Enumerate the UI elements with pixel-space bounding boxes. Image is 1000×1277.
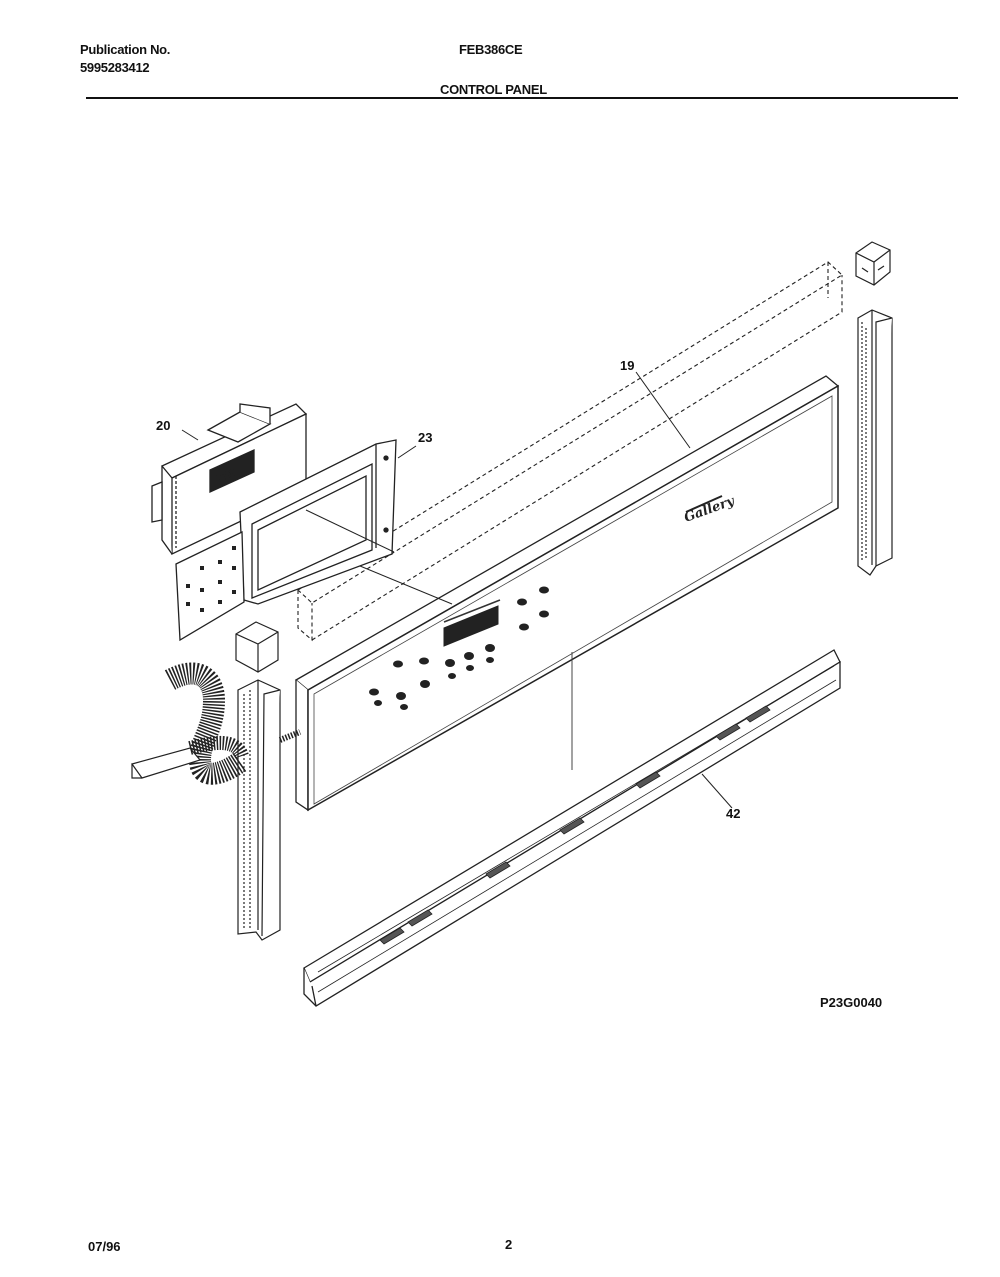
right-end-cap (855, 241, 891, 286)
left-vertical-trim (237, 679, 281, 941)
callout-42: 42 (726, 806, 740, 821)
wire-harness (131, 662, 302, 785)
footer-date: 07/96 (88, 1239, 121, 1254)
callout-leaders (181, 371, 733, 809)
panel-keypads (369, 586, 549, 710)
control-panel-19: Gallery (294, 375, 840, 812)
top-trim-dashed (297, 261, 843, 642)
section-title: CONTROL PANEL (440, 82, 547, 97)
figure-code: P23G0040 (820, 995, 883, 1010)
trim-rail-42 (303, 649, 841, 1007)
right-vertical-trim (857, 309, 893, 576)
model-number: FEB386CE (459, 42, 523, 57)
electronic-control-20: 8:88 (151, 403, 308, 556)
page-number: 2 (505, 1237, 513, 1252)
publication-label: Publication No. (80, 42, 171, 57)
trim-rail-slots (379, 705, 771, 945)
callout-23: 23 (418, 430, 432, 445)
callout-19: 19 (620, 358, 634, 373)
publication-number: 5995283412 (80, 60, 150, 75)
callout-20: 20 (156, 418, 170, 433)
header-rule (86, 97, 958, 99)
left-end-cap (235, 621, 279, 673)
backing-plate (175, 530, 245, 642)
